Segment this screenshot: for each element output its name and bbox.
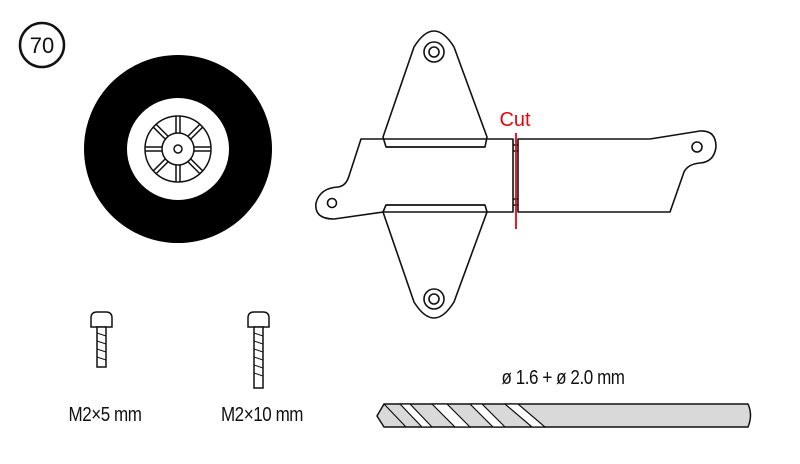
strut-right-section bbox=[517, 130, 717, 213]
drill-bit bbox=[376, 403, 752, 428]
screw-m2x10-label: M2×10 mm bbox=[220, 404, 304, 426]
screw-m2x10 bbox=[247, 311, 270, 389]
step-number: 70 bbox=[30, 33, 54, 58]
bottom-bracket bbox=[382, 204, 488, 319]
cut-label: Cut bbox=[499, 109, 531, 131]
wheel-spokes bbox=[144, 116, 212, 183]
wheel bbox=[84, 55, 272, 243]
drill-bit-label: ø 1.6 + ø 2.0 mm bbox=[501, 367, 625, 389]
top-bracket bbox=[382, 30, 488, 148]
screw-m2x5 bbox=[90, 311, 113, 368]
strut-left-section bbox=[315, 138, 514, 220]
gear-strut bbox=[315, 30, 717, 319]
step-number-badge: 70 bbox=[18, 21, 66, 69]
screw-m2x5-label: M2×5 mm bbox=[68, 404, 142, 426]
